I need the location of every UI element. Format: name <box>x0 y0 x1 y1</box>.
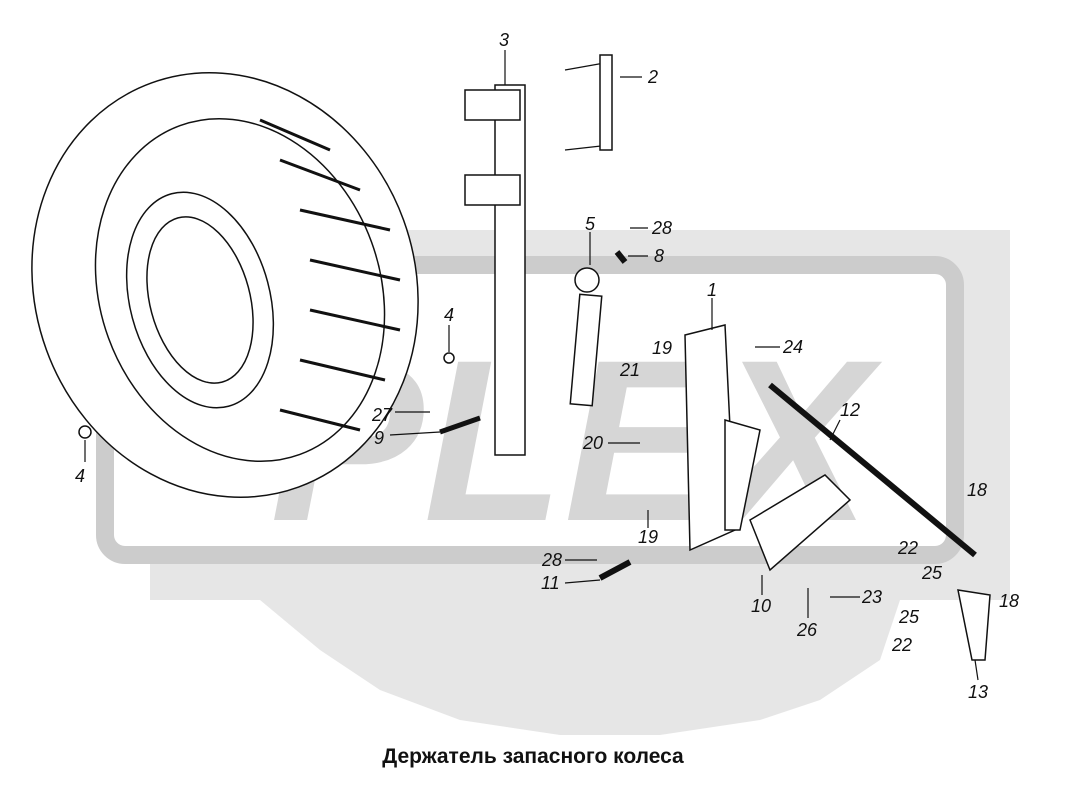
callout-23: 23 <box>861 587 882 607</box>
callout-25-lower: 25 <box>898 607 920 627</box>
bracket-part-13 <box>957 589 991 661</box>
callout-20: 20 <box>582 433 603 453</box>
pin-part-11 <box>598 559 632 581</box>
callout-19: 19 <box>652 338 672 358</box>
callout-2: 2 <box>647 67 658 87</box>
callout-18-lower: 18 <box>999 591 1019 611</box>
rod-part-12 <box>768 382 977 558</box>
u-bolt-part-2 <box>564 54 613 151</box>
callout-28-lower: 28 <box>541 550 562 570</box>
nut-part-4b <box>78 425 92 439</box>
callout-4-left: 4 <box>75 466 85 486</box>
callout-4: 4 <box>444 305 454 325</box>
bracket-part-3 <box>464 84 526 456</box>
cylinder-part-5 <box>569 267 603 407</box>
callout-27: 27 <box>371 405 393 425</box>
pin-part-8 <box>614 250 628 264</box>
callout-25: 25 <box>921 563 943 583</box>
callout-24: 24 <box>782 337 803 357</box>
callout-28: 28 <box>651 218 672 238</box>
callout-9: 9 <box>374 428 384 448</box>
callout-8: 8 <box>654 246 664 266</box>
pin-part-9 <box>439 415 481 435</box>
callout-22-lower: 22 <box>891 635 912 655</box>
callout-5: 5 <box>585 214 596 234</box>
plate-part-10 <box>749 474 852 572</box>
callout-labels: 3 2 28 8 5 1 24 19 21 4 4 27 9 20 12 19 … <box>75 30 1019 702</box>
callout-10: 10 <box>751 596 771 616</box>
callout-22: 22 <box>897 538 918 558</box>
spare-wheel-tire <box>31 72 419 498</box>
callout-13: 13 <box>968 682 988 702</box>
callout-11: 11 <box>541 573 560 593</box>
callout-1: 1 <box>707 280 717 300</box>
callout-12: 12 <box>840 400 860 420</box>
callout-18: 18 <box>967 480 987 500</box>
leader-lines <box>84 50 979 681</box>
callout-3: 3 <box>499 30 509 50</box>
diagram-title: Держатель запасного колеса <box>382 745 684 768</box>
callout-19-lower: 19 <box>638 527 658 547</box>
nut-part-4 <box>443 352 455 364</box>
callout-21: 21 <box>619 360 640 380</box>
callout-26: 26 <box>796 620 818 640</box>
